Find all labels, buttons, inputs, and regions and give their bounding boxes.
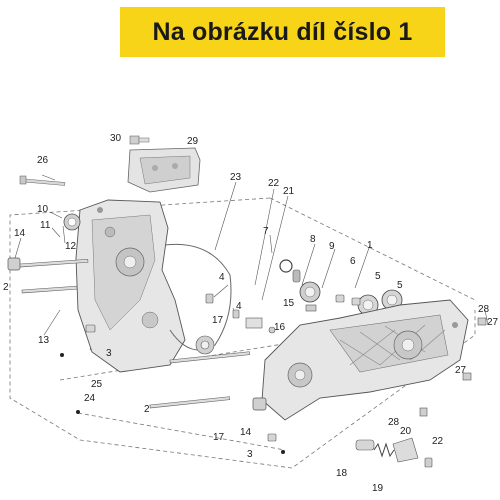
callout-18: 18 [336, 468, 348, 479]
callout-2-left: 2 [3, 282, 9, 293]
callout-27-lower: 27 [455, 365, 467, 376]
lower-dowel [267, 433, 277, 442]
small-fittings [195, 293, 276, 355]
mounting-bracket [127, 147, 201, 193]
reference-dots [60, 353, 285, 454]
callout-13: 13 [38, 335, 50, 346]
part-number-banner: Na obrázku díl číslo 1 [120, 7, 445, 57]
circlip [279, 259, 293, 273]
callout-1: 1 [367, 240, 373, 251]
bush [7, 257, 21, 271]
top-screw [129, 135, 150, 145]
callout-7: 7 [263, 226, 269, 237]
crankcase-gasket [164, 243, 232, 351]
callout-17-a: 17 [212, 315, 224, 326]
callout-17-b: 17 [213, 432, 225, 443]
studs-lower [149, 351, 251, 409]
spring-plunger [355, 437, 433, 468]
callout-5-b: 5 [397, 280, 403, 291]
bearings [299, 281, 403, 316]
callout-29: 29 [187, 136, 199, 147]
callout-4-a: 4 [219, 272, 225, 283]
left-crankcase-half [75, 199, 186, 373]
callout-9: 9 [329, 241, 335, 252]
callout-22: 22 [268, 178, 280, 189]
callout-23: 23 [230, 172, 242, 183]
callout-8: 8 [310, 234, 316, 245]
dowel-pin [85, 324, 96, 333]
dowel-pins-right [335, 294, 361, 306]
callout-3-lower: 3 [247, 449, 253, 460]
leader-lines [14, 139, 489, 351]
callout-27-right: 27 [487, 317, 499, 328]
callout-30: 30 [110, 133, 122, 144]
callout-5-a: 5 [375, 271, 381, 282]
callout-14-left: 14 [14, 228, 26, 239]
callout-16: 16 [274, 322, 286, 333]
callout-28-lower: 28 [388, 417, 400, 428]
studs-left [19, 258, 89, 294]
screw [305, 304, 317, 312]
callout-11: 11 [40, 220, 51, 231]
callout-28-right: 28 [478, 304, 490, 315]
callout-2-lower: 2 [144, 404, 150, 415]
callout-14-lower: 14 [240, 427, 252, 438]
callout-4-b: 4 [236, 301, 242, 312]
bolts-right [419, 317, 487, 417]
callout-24: 24 [84, 393, 96, 404]
callout-10: 10 [37, 204, 49, 215]
callout-26: 26 [37, 155, 49, 166]
callout-22-lower: 22 [432, 436, 444, 447]
callout-25: 25 [91, 379, 103, 390]
callout-15: 15 [283, 298, 295, 309]
shaft-seal [292, 269, 301, 283]
long-bolt [19, 175, 66, 186]
callout-21: 21 [283, 186, 295, 197]
banner-text: Na obrázku díl číslo 1 [152, 17, 413, 46]
callout-labels: 30 29 26 23 22 21 10 7 8 9 1 11 14 12 6 … [3, 133, 499, 494]
right-crankcase-half [261, 299, 469, 421]
callout-6: 6 [350, 256, 356, 267]
lower-bush [252, 397, 267, 411]
callout-20: 20 [400, 426, 412, 437]
callout-19: 19 [372, 483, 384, 494]
callout-12: 12 [65, 241, 77, 252]
oil-seal [63, 213, 81, 231]
callout-3-left: 3 [106, 348, 112, 359]
